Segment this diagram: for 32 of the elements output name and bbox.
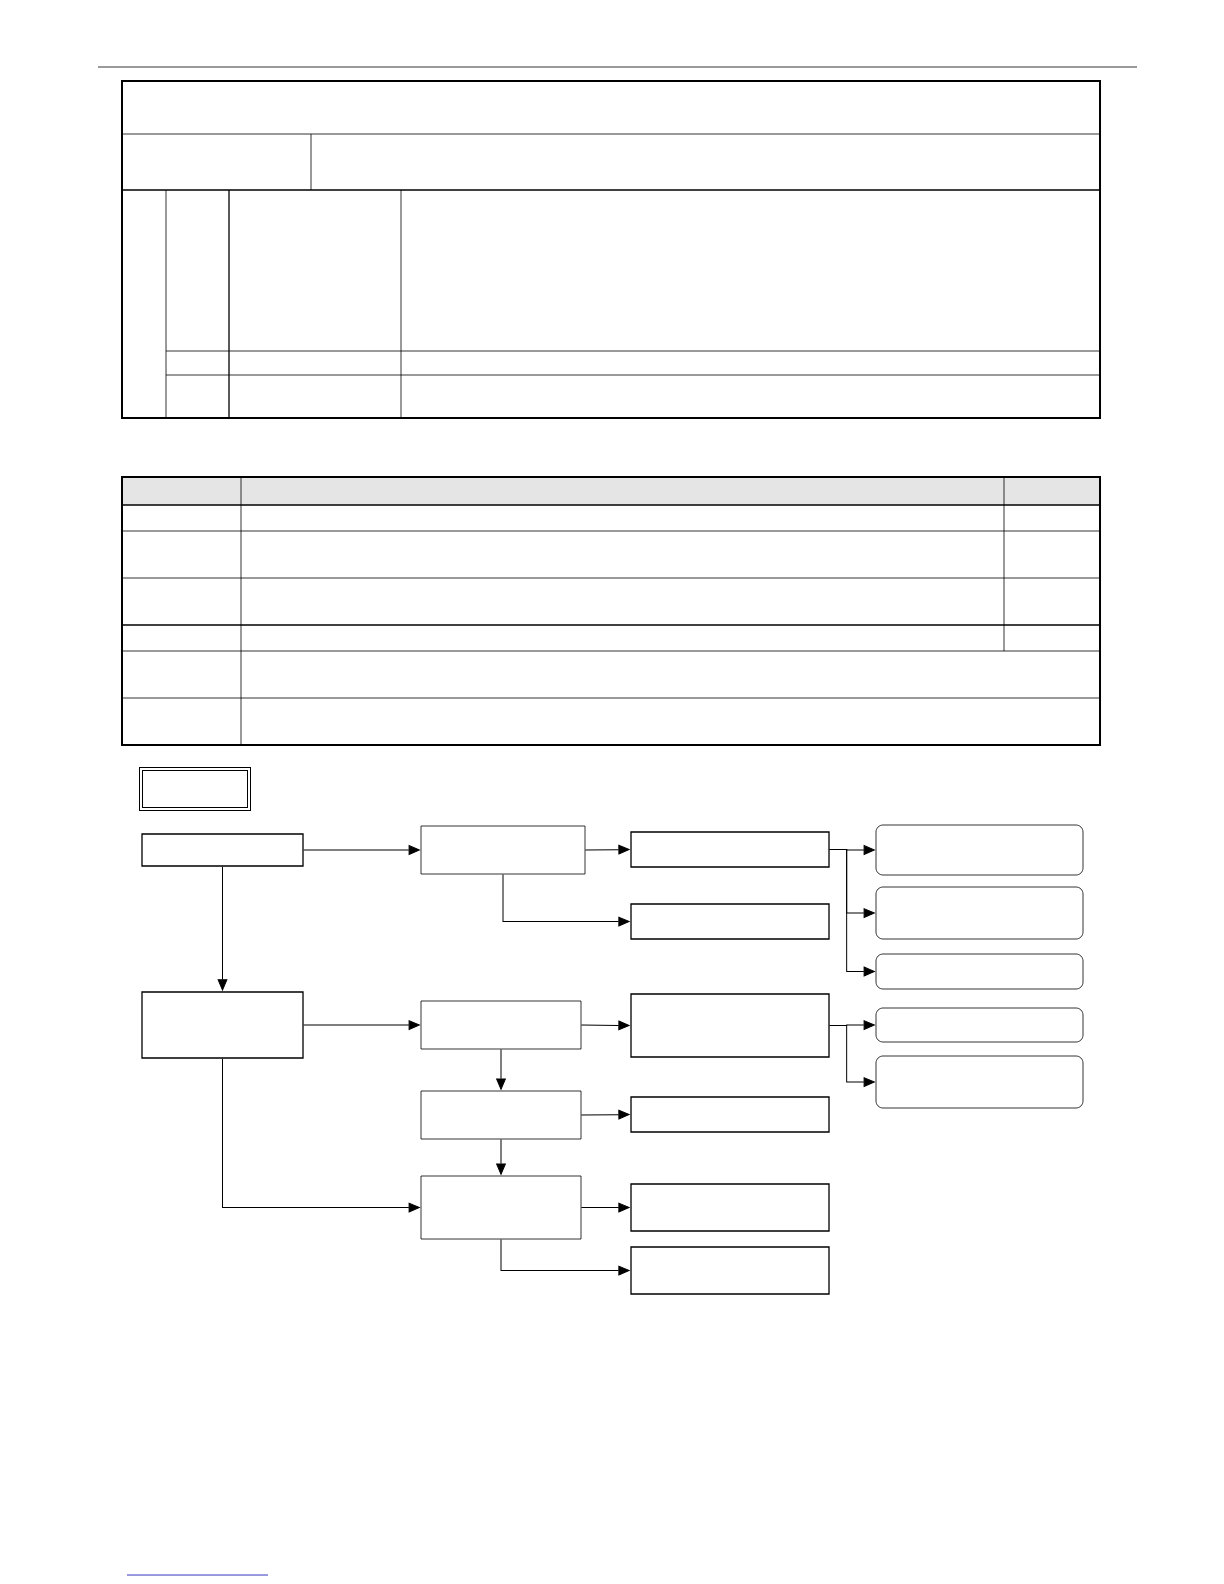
process-box (630, 1096, 830, 1133)
rounded-box (875, 1007, 1084, 1043)
process-box (630, 1183, 830, 1232)
process-box (420, 1175, 582, 1240)
arrow (496, 1138, 506, 1175)
process-box (141, 833, 304, 867)
heading-box (139, 767, 251, 811)
arrow (303, 845, 420, 855)
process-box (420, 825, 586, 875)
arrow (303, 1020, 420, 1030)
process-box (420, 1090, 582, 1140)
arrow (580, 1202, 630, 1213)
arrow (829, 1025, 875, 1087)
rounded-box (875, 953, 1084, 990)
rounded-box (875, 886, 1084, 940)
arrow (584, 844, 630, 855)
process-box (630, 903, 830, 940)
arrow (580, 1020, 630, 1031)
process-box (630, 1246, 830, 1295)
arrow (217, 866, 228, 991)
arrow (829, 849, 875, 977)
arrow (222, 1058, 420, 1213)
arrow (580, 1109, 630, 1120)
rounded-box (875, 824, 1084, 876)
arrow (502, 873, 630, 927)
process-box (420, 1000, 582, 1050)
process-box (141, 991, 304, 1059)
process-box (630, 993, 830, 1058)
arrow (496, 1048, 506, 1090)
arrow (500, 1238, 630, 1276)
process-box (630, 831, 830, 868)
rounded-box (875, 1055, 1084, 1109)
